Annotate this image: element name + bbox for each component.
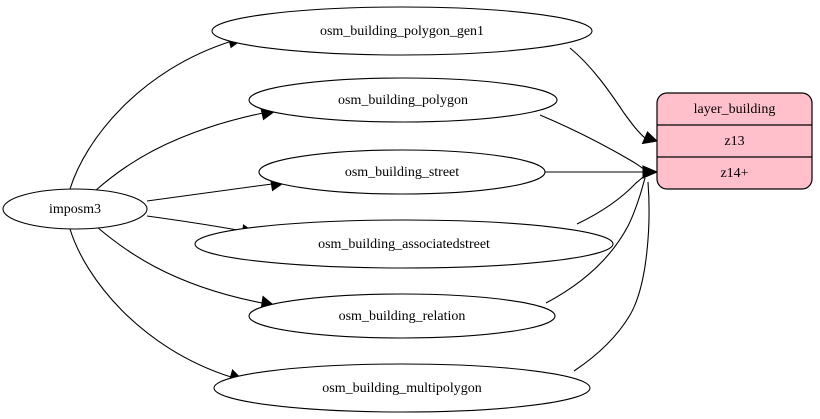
node-osm-building-polygon[interactable]: osm_building_polygon [248,77,558,123]
node-osm-building-street-label: osm_building_street [345,165,459,180]
edge-imposm3-to-polygon [94,112,264,192]
arrowhead-z13 [641,131,659,145]
node-osm-building-associatedstreet-shape[interactable] [194,219,614,269]
node-osm-building-polygon-label: osm_building_polygon [338,93,468,108]
node-osm-building-multipolygon[interactable]: osm_building_multipolygon [213,363,591,413]
node-osm-building-polygon-shape[interactable] [248,77,558,123]
node-osm-building-street-shape[interactable] [258,149,546,195]
node-layer-building[interactable]: layer_building z13 z14+ [656,92,813,190]
node-imposm3[interactable]: imposm3 [2,188,148,230]
node-osm-building-relation[interactable]: osm_building_relation [248,293,556,339]
node-osm-building-associatedstreet-label: osm_building_associatedstreet [318,237,490,252]
edge-polygon-gen1-to-z13 [569,47,646,139]
node-osm-building-polygon-gen1-shape[interactable] [211,6,593,56]
edge-imposm3-to-multipolygon [69,228,232,378]
node-osm-building-relation-shape[interactable] [248,293,556,339]
edge-relation-to-z14plus [545,177,646,304]
node-osm-building-polygon-gen1-label: osm_building_polygon_gen1 [320,24,484,39]
edge-imposm3-to-relation [96,226,263,304]
edge-imposm3-to-polygon-gen1 [69,40,233,190]
layer-building-row-z13: z13 [724,134,744,149]
layer-building-title: layer_building [694,102,776,117]
layer-building-box[interactable] [656,92,813,190]
node-osm-building-multipolygon-shape[interactable] [213,363,591,413]
node-imposm3-shape[interactable] [2,188,148,230]
edge-imposm3-to-street [146,183,273,202]
layer-building-row-z14plus: z14+ [720,166,748,181]
edge-associatedstreet-to-z14plus [576,173,647,225]
edge-multipolygon-to-z14plus [573,181,650,372]
node-imposm3-label: imposm3 [49,202,101,217]
edge-imposm3-to-associatedstreet [146,215,244,232]
edge-polygon-to-z14plus [539,114,646,171]
node-osm-building-multipolygon-label: osm_building_multipolygon [322,381,481,396]
edge-group-tables-to-layer [539,47,659,372]
arrowhead-z14plus [642,165,659,179]
node-osm-building-relation-label: osm_building_relation [339,309,466,324]
node-osm-building-associatedstreet[interactable]: osm_building_associatedstreet [194,219,614,269]
node-osm-building-polygon-gen1[interactable]: osm_building_polygon_gen1 [211,6,593,56]
node-osm-building-street[interactable]: osm_building_street [258,149,546,195]
